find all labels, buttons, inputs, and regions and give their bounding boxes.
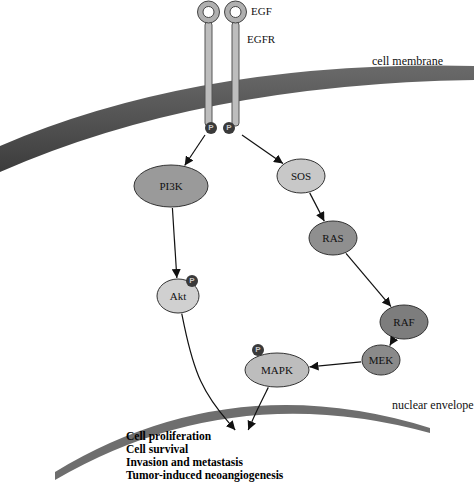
protein-name: PI3K (159, 180, 182, 192)
ligand-ring (198, 1, 220, 23)
protein-ellipse: RAF (379, 304, 429, 340)
outcome-text: Cell survival (126, 443, 386, 456)
phospho-mark: P (205, 122, 217, 134)
protein-name: RAF (393, 316, 414, 328)
signal-arrow (309, 362, 361, 367)
outcome-text: Cell proliferation (126, 430, 386, 443)
outcome-block: Cell proliferationCell survivalInvasion … (126, 430, 386, 485)
signal-arrow (185, 135, 205, 165)
protein-name: MAPK (261, 364, 293, 376)
receptor-drawing (185, 0, 285, 135)
ellipse-shape (309, 221, 357, 255)
phospho-mark: P (252, 344, 264, 356)
protein-name: RAS (322, 232, 343, 244)
receptor-node: EGF EGFR (185, 0, 285, 135)
outcome-text: Tumor-induced neoangiogenesis (126, 469, 386, 482)
ligand-ring (225, 1, 247, 23)
phospho-mark: P (223, 122, 235, 134)
protein-ellipse: MAPK (244, 352, 310, 388)
phospho-mark: P (186, 275, 198, 287)
receptor-rod (205, 22, 212, 126)
ellipse-shape (245, 353, 309, 387)
receptor-label: EGF (251, 5, 272, 17)
ellipse-shape (362, 345, 400, 375)
signal-arrow (182, 314, 235, 430)
ellipse-shape (380, 305, 428, 339)
ligand-ring-hole (203, 7, 214, 18)
protein-name: Akt (170, 290, 187, 302)
protein-name: SOS (291, 170, 311, 182)
ellipse-shape (134, 165, 208, 207)
structure-label: nuclear envelope (392, 398, 474, 413)
receptor-label: EGFR (247, 33, 275, 45)
protein-ellipse: RAS (308, 220, 358, 256)
signal-arrow (172, 208, 176, 278)
ellipse-shape (277, 159, 325, 193)
signal-arrow (346, 253, 391, 306)
protein-ellipse: PI3K (133, 164, 209, 208)
protein-name: MEK (369, 354, 393, 366)
outcome-text: Invasion and metastasis (126, 456, 386, 469)
structure-label: cell membrane (372, 54, 443, 69)
signal-arrow (242, 135, 283, 164)
protein-ellipse: MEK (361, 344, 401, 376)
ligand-ring-hole (230, 7, 241, 18)
receptor-rod (232, 22, 239, 126)
signal-arrow (390, 339, 394, 346)
protein-ellipse: SOS (276, 158, 326, 194)
signal-arrow (310, 193, 325, 221)
nuclear-envelope-band (55, 405, 430, 480)
signal-arrow (248, 387, 268, 430)
